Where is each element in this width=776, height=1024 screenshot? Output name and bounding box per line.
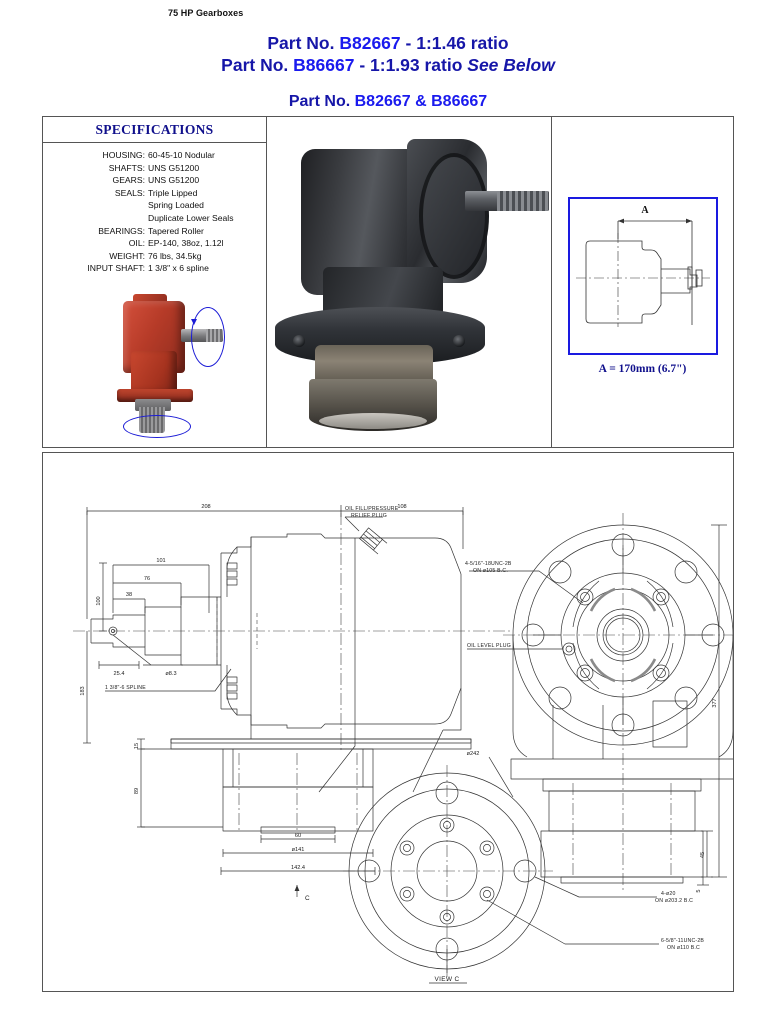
- dim-141: ø141: [292, 847, 305, 853]
- spec-row: HOUSING:60-45-10 Nodular: [47, 149, 252, 162]
- dim-45: 45: [700, 852, 706, 858]
- title-2-prefix: Part No.: [221, 55, 294, 75]
- black-gearbox-photo: [267, 117, 552, 448]
- note-oil-level-plug: OIL LEVEL PLUG: [467, 643, 511, 649]
- gearbox-lower-housing: [131, 351, 177, 395]
- gearbox-input-cover: [419, 153, 489, 279]
- view-c-label: VIEW C: [434, 976, 459, 983]
- spec-value: UNS G51200: [148, 162, 200, 173]
- spec-key: SEALS:: [114, 187, 145, 198]
- spec-value: Spring Loaded: [148, 200, 204, 211]
- specifications-list: HOUSING:60-45-10 Nodular SHAFTS:UNS G512…: [43, 143, 266, 275]
- spec-key: HOUSING:: [102, 150, 146, 160]
- flange-bolt-hole: [453, 335, 465, 347]
- note-bolt-c1-line2: ON ø203.2 B.C: [655, 898, 693, 904]
- title-1-suffix: - 1:1.46 ratio: [400, 33, 509, 53]
- dim-76: 76: [144, 576, 150, 582]
- note-oil-fill-line1: OIL FILL/PRESSURE: [345, 506, 399, 512]
- spec-row: WEIGHT:76 lbs, 34.5kg: [47, 250, 252, 263]
- input-shaft-highlight-ellipse: [191, 307, 225, 367]
- title-2-suffix: - 1:1.93 ratio: [354, 55, 468, 75]
- spec-row: SHAFTS:UNS G51200: [47, 162, 252, 175]
- spec-key: GEARS:: [112, 175, 145, 186]
- technical-drawing-svg: 208 108 101 76 38 100 183 25.4 ø8.3 1 3/…: [73, 504, 733, 984]
- subtitle-part-numbers: B82667 & B86667: [354, 93, 488, 110]
- note-bolt-c2-line2: ON ø110 B.C: [667, 945, 700, 951]
- note-oil-fill-line2: RELIEF PLUG: [351, 513, 387, 519]
- title-2-see-below: See Below: [467, 55, 555, 75]
- spec-value: Duplicate Lower Seals: [148, 212, 234, 223]
- subtitle-line: Part No. B82667 & B86667: [0, 92, 776, 112]
- red-gearbox-photo: [105, 289, 231, 439]
- title-2-part-number: B86667: [293, 55, 355, 75]
- dim-15: 15: [134, 743, 140, 749]
- dimension-a-caption: A = 170mm (6.7"): [598, 363, 687, 375]
- product-photo-panel: [267, 117, 552, 447]
- note-bolt-top-line2: ON ø105 B.C.: [473, 568, 508, 574]
- spec-value: UNS G51200: [148, 175, 200, 186]
- spec-row: BEARINGS:Tapered Roller: [47, 225, 252, 238]
- title-1-prefix: Part No.: [267, 33, 340, 53]
- subtitle-prefix: Part No.: [288, 93, 355, 110]
- gearbox-input-spline-shaft: [465, 191, 549, 211]
- note-bolt-c2-line1: 6-5/8"-11UNC-2B: [661, 938, 704, 944]
- spec-value: Tapered Roller: [148, 225, 204, 236]
- spec-row: GEARS:UNS G51200: [47, 174, 252, 187]
- specifications-heading: SPECIFICATIONS: [43, 117, 266, 143]
- dim-242: ø242: [467, 751, 480, 757]
- specifications-panel: SPECIFICATIONS HOUSING:60-45-10 Nodular …: [43, 117, 267, 447]
- spec-key: SHAFTS:: [108, 162, 145, 173]
- dim-377: 377: [712, 698, 718, 707]
- dimension-a-drawing: A: [568, 197, 718, 355]
- dim-101: 101: [156, 558, 165, 564]
- spec-row: SEALS:Triple Lipped: [47, 187, 252, 200]
- note-bolt-c1-line1: 4-ø20: [661, 891, 676, 897]
- dim-25-4: 25.4: [114, 671, 125, 677]
- spec-value: EP-140, 38oz, 1.12l: [148, 238, 224, 249]
- note-bolt-top-line1: 4-5/16"-18UNC-2B: [465, 561, 512, 567]
- direction-arrow-icon: [191, 319, 197, 325]
- title-block: Part No. B82667 - 1:1.46 ratio Part No. …: [0, 32, 776, 112]
- dimension-a-letter: A: [641, 205, 649, 216]
- dim-38: 38: [126, 592, 132, 598]
- spec-key: BEARINGS:: [98, 225, 145, 236]
- spec-row: SEALS:Spring Loaded: [47, 199, 252, 212]
- flange-bolt-hole: [293, 335, 305, 347]
- top-panel-group: SPECIFICATIONS HOUSING:60-45-10 Nodular …: [42, 116, 734, 448]
- title-line-2: Part No. B86667 - 1:1.93 ratio See Below: [0, 54, 776, 76]
- dim-208: 208: [201, 504, 210, 510]
- title-line-1: Part No. B82667 - 1:1.46 ratio: [0, 32, 776, 54]
- spec-value: 1 3/8" x 6 spline: [148, 263, 209, 274]
- mounting-flange: [117, 389, 193, 402]
- dim-89: 89: [134, 788, 140, 794]
- dim-60: 60: [295, 833, 301, 839]
- spec-value: 60-45-10 Nodular: [148, 150, 215, 160]
- spec-value: 76 lbs, 34.5kg: [148, 250, 202, 261]
- spec-row: OIL:EP-140, 38oz, 1.12l: [47, 237, 252, 250]
- spec-row: INPUT SHAFT:1 3/8" x 6 spline: [47, 262, 252, 275]
- dimension-a-panel: A: [552, 117, 733, 447]
- spec-key: WEIGHT:: [109, 250, 145, 261]
- spec-value: Triple Lipped: [148, 187, 198, 198]
- dim-142-4: 142.4: [291, 865, 305, 871]
- output-shaft-highlight-ellipse: [123, 415, 191, 438]
- dim-5: 5: [696, 889, 702, 892]
- spec-row: SEALS:Duplicate Lower Seals: [47, 212, 252, 225]
- dim-183: 183: [80, 686, 86, 695]
- dimension-a-svg: [576, 218, 710, 327]
- note-spline: 1 3/8"-6 SPLINE: [105, 685, 146, 691]
- gearbox-output-hub: [309, 379, 437, 431]
- section-marker-c: C: [305, 895, 310, 902]
- technical-drawing-panel: 208 108 101 76 38 100 183 25.4 ø8.3 1 3/…: [42, 452, 734, 992]
- spec-key: OIL:: [128, 238, 145, 249]
- page-kicker: 75 HP Gearboxes: [168, 8, 244, 18]
- dim-108: 108: [397, 504, 406, 510]
- dim-8-3: ø8.3: [165, 671, 176, 677]
- title-1-part-number: B82667: [339, 33, 401, 53]
- spec-key: INPUT SHAFT:: [87, 263, 145, 274]
- dim-100: 100: [96, 596, 102, 605]
